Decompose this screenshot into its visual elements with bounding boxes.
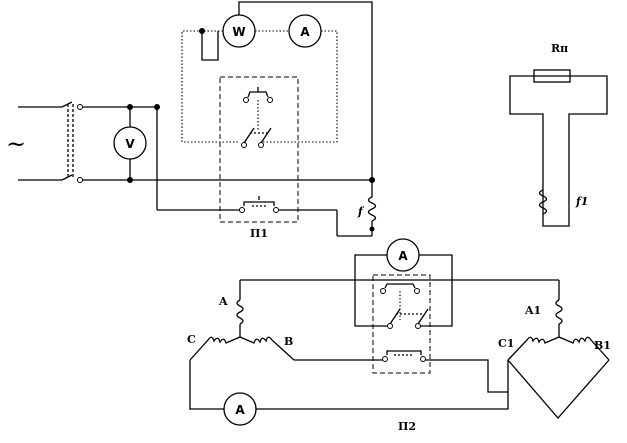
stator-b1-label: B1 — [594, 339, 611, 352]
stator-a1-label: A1 — [524, 304, 541, 317]
switch-p1: П1 — [219, 76, 299, 240]
coil-f: f — [357, 180, 377, 236]
coil-f-label: f — [357, 205, 365, 218]
wattmeter: W — [222, 14, 256, 48]
stator-c1-label: C1 — [498, 337, 514, 350]
voltmeter-label: V — [125, 137, 135, 151]
ammeter-top-label: A — [300, 25, 310, 39]
rotor-f1-label: f1 — [575, 195, 588, 208]
rotor-res-label: Rп — [551, 42, 568, 55]
switch-p2: П2 — [372, 274, 431, 433]
switch-p1-label: П1 — [250, 227, 268, 240]
ac-source-symbol: ~ — [6, 130, 26, 158]
voltmeter: V — [113, 126, 147, 160]
wattmeter-label: W — [232, 25, 245, 39]
input-switch — [18, 101, 83, 183]
switch-p2-label: П2 — [398, 420, 416, 433]
ammeter-top: A — [288, 14, 322, 48]
ammeter-bottom: A — [223, 392, 257, 426]
ammeter-mid: A — [386, 238, 420, 272]
stator-right: A1 B1 C1 — [498, 299, 611, 361]
stator-b-label: B — [284, 335, 293, 348]
stator-left: A B C — [187, 295, 295, 361]
rotor-assembly: Rп f1 — [509, 42, 608, 227]
stator-c-label: C — [187, 333, 196, 346]
ammeter-bottom-label: A — [235, 403, 245, 417]
stator-a-label: A — [218, 295, 228, 308]
ammeter-mid-label: A — [398, 249, 408, 263]
